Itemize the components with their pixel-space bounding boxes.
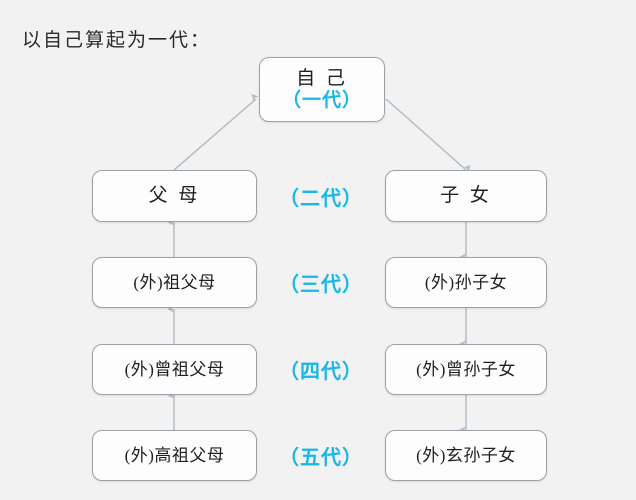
node-descendant-gen2[interactable]: 子 女 <box>385 170 547 222</box>
node-ancestor-gen4[interactable]: (外)曾祖父母 <box>92 344 257 395</box>
generation-label-3: （三代） <box>279 274 363 296</box>
page-title: 以自己算起为一代： <box>22 30 212 51</box>
node-ancestor-gen5[interactable]: (外)高祖父母 <box>92 430 257 481</box>
node-descendant-gen5-label: (外)玄孙子女 <box>416 445 516 465</box>
node-ancestor-gen5-label: (外)高祖父母 <box>124 445 225 465</box>
generation-label-2: （二代） <box>279 187 363 210</box>
generation-label-4: （四代） <box>279 361 363 383</box>
node-ancestor-gen4-label: (外)曾祖父母 <box>124 359 225 379</box>
node-ancestor-gen3[interactable]: (外)祖父母 <box>92 257 257 308</box>
node-ancestor-gen3-label: (外)祖父母 <box>133 272 216 292</box>
generation-label-5: （五代） <box>279 447 363 469</box>
node-descendant-gen4-label: (外)曾孙子女 <box>416 359 516 379</box>
node-descendant-gen4[interactable]: (外)曾孙子女 <box>385 344 547 395</box>
node-ancestor-gen2-label: 父 母 <box>148 185 201 207</box>
node-descendant-gen3-label: (外)孙子女 <box>424 272 508 292</box>
connector-self-to-children <box>385 98 471 173</box>
node-descendant-gen3[interactable]: (外)孙子女 <box>385 257 547 308</box>
node-descendant-gen5[interactable]: (外)玄孙子女 <box>385 430 547 481</box>
connector-parents-to-self <box>173 93 259 171</box>
node-self-name: 自 己 <box>296 67 348 89</box>
node-self[interactable]: 自 己 （一代） <box>259 57 385 122</box>
node-self-generation: （一代） <box>281 89 362 111</box>
node-descendant-gen2-label: 子 女 <box>440 185 492 207</box>
node-ancestor-gen2[interactable]: 父 母 <box>92 170 257 222</box>
